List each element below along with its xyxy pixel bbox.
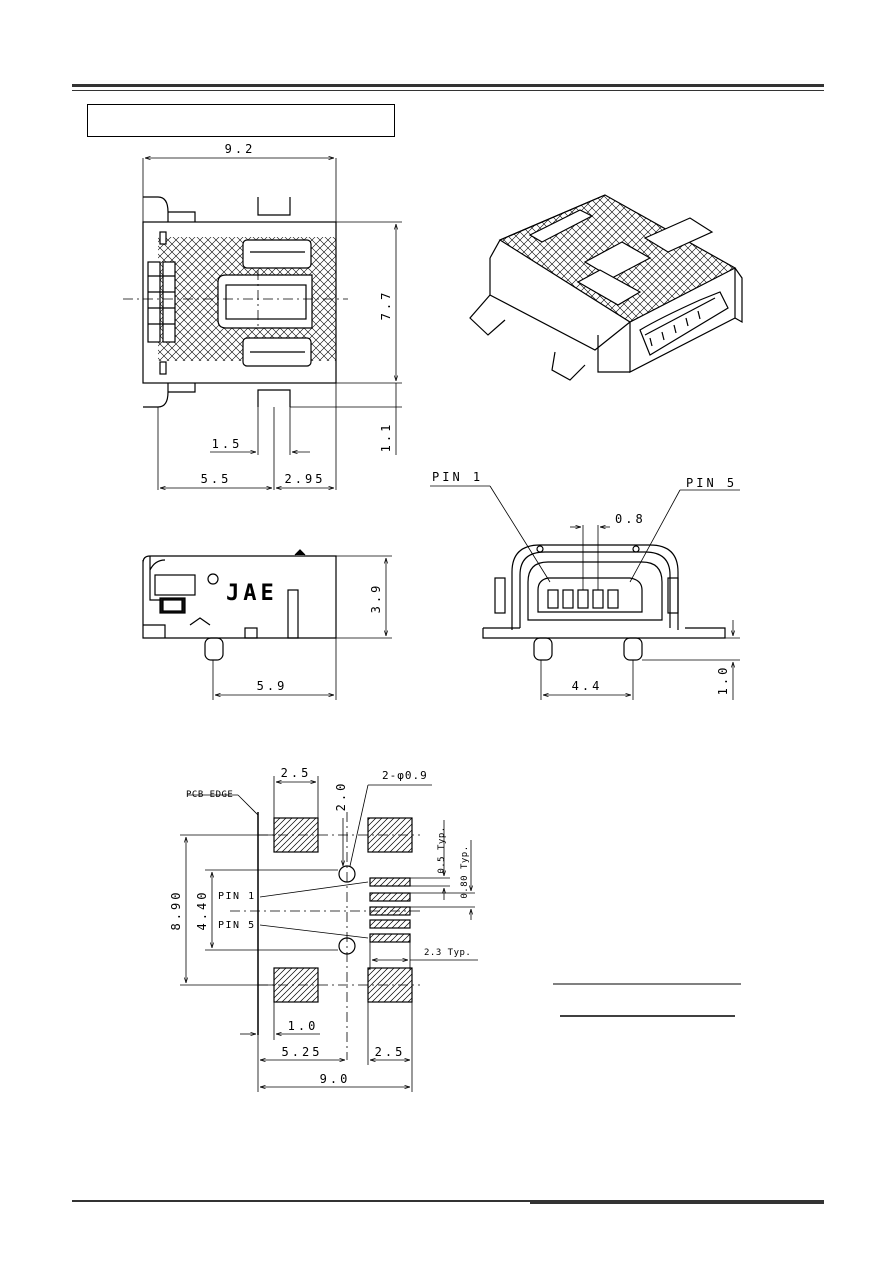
label-pin-5: PIN 5	[686, 476, 737, 490]
fp-dim-pin-pitch: 0.80 Typ.	[460, 845, 470, 898]
dim-width-9-2: 9.2	[225, 142, 256, 156]
fp-dim-total-height: 8.90	[169, 890, 183, 931]
top-view-dimensions	[142, 158, 402, 490]
fp-hole-callout: 2-φ0.9	[382, 769, 428, 782]
brand-logo-jae: JAE	[226, 581, 278, 606]
isometric-view	[469, 194, 743, 381]
side-view	[142, 549, 337, 661]
label-pin-1: PIN 1	[432, 470, 483, 484]
fp-pcb-edge-label: PCB EDGE	[186, 790, 233, 800]
fp-dim-total-width: 9.0	[320, 1072, 351, 1086]
fp-dim-pad-height: 2.0	[334, 781, 348, 812]
front-view	[482, 544, 726, 661]
fp-dim-pin-pad-height: 0.5 Typ.	[437, 826, 447, 873]
fp-dim-pin-span: 4.40	[195, 890, 209, 931]
dim-length-5-9: 5.9	[257, 679, 288, 693]
drawing-title-box	[87, 104, 395, 137]
dim-height-7-7: 7.7	[379, 290, 393, 321]
dim-2-95: 2.95	[285, 472, 326, 486]
dim-pitch-0-8: 0.8	[615, 512, 646, 526]
pcb-footprint	[230, 812, 420, 1060]
fp-label-pin-1: PIN 1	[218, 891, 256, 902]
dim-5-5: 5.5	[201, 472, 232, 486]
front-view-dimensions	[430, 485, 740, 700]
footer-rule-right	[530, 1200, 824, 1204]
dim-peg-1-0: 1.0	[716, 665, 730, 696]
fp-label-pin-5: PIN 5	[218, 920, 256, 931]
dim-height-3-9: 3.9	[369, 583, 383, 614]
fp-dim-pin-length: 2.3 Typ.	[424, 948, 471, 958]
fp-dim-pad-width-2: 2.5	[375, 1045, 406, 1059]
fp-dim-hole-x: 5.25	[282, 1045, 323, 1059]
header-rule-thin	[72, 90, 824, 91]
dim-span-4-4: 4.4	[572, 679, 603, 693]
header-rule-thick	[72, 84, 824, 87]
dim-peg-1-1: 1.1	[379, 422, 393, 453]
fp-dim-pad-width: 2.5	[281, 766, 312, 780]
fp-dim-edge-offset: 1.0	[288, 1019, 319, 1033]
top-view	[123, 196, 348, 408]
dim-pitch-1-5: 1.5	[212, 437, 243, 451]
side-view-dimensions	[212, 555, 392, 700]
footer-rule-left	[72, 1200, 530, 1202]
pcb-footprint-dimensions	[180, 776, 478, 1092]
